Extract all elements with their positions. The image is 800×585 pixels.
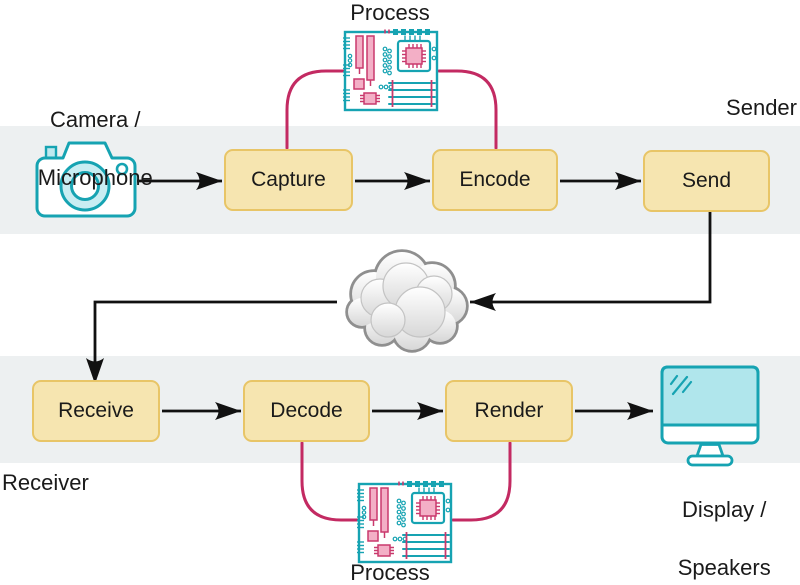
- monitor-stand: [695, 443, 725, 458]
- display-speakers-label: Display / Speakers: [632, 466, 792, 585]
- camera-label-line1: Camera /: [49, 107, 141, 132]
- node-encode: Encode: [432, 149, 558, 211]
- node-render: Render: [445, 380, 573, 442]
- process-top-label: Process: [350, 0, 430, 25]
- cloud-icon: [345, 249, 469, 353]
- display-label-line2: Speakers: [677, 555, 771, 580]
- camera-label-line2: Microphone: [37, 165, 153, 190]
- receiver-label: Receiver: [2, 470, 89, 495]
- screen-shine: [669, 374, 693, 396]
- circuit-board-icon: [343, 29, 439, 113]
- node-decode: Decode: [243, 380, 370, 442]
- node-receive: Receive: [32, 380, 160, 442]
- process-bottom-label: Process: [350, 560, 430, 585]
- node-send: Send: [643, 150, 770, 212]
- sender-label: Sender: [726, 95, 797, 120]
- monitor-screen: [660, 365, 760, 427]
- camera-microphone-label: Camera / Microphone: [0, 76, 166, 221]
- circuit-board-icon: [357, 481, 453, 565]
- monitor-base: [686, 454, 734, 467]
- monitor-icon: [660, 365, 760, 467]
- camera-flash: [115, 162, 129, 176]
- camera-icon: [35, 141, 137, 218]
- node-capture: Capture: [224, 149, 353, 211]
- display-label-line1: Display /: [682, 497, 767, 522]
